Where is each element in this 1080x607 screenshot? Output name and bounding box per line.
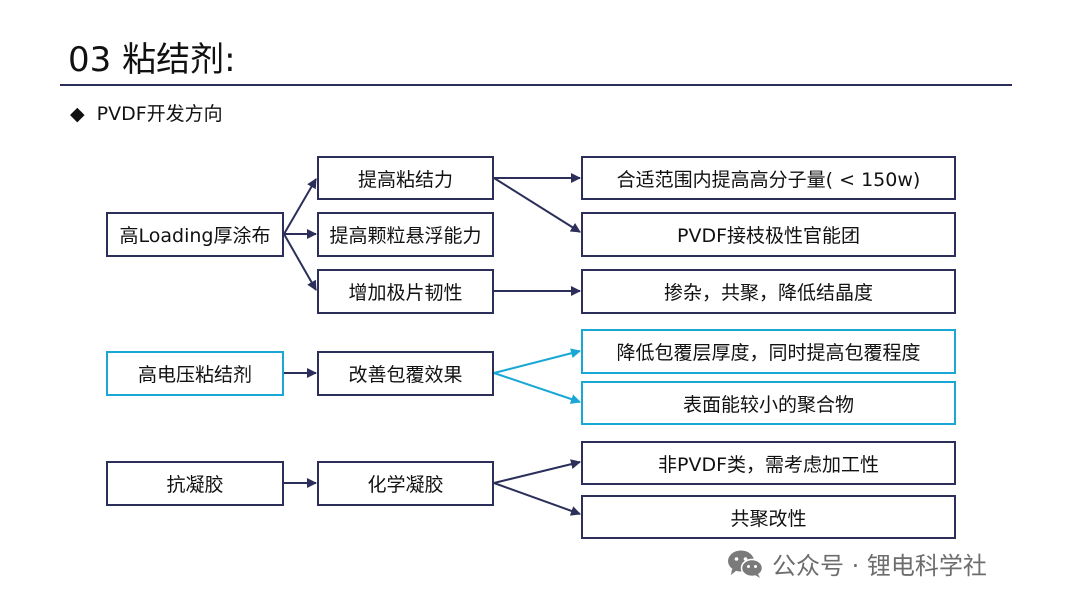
arrow-root1-mid3 <box>283 233 317 291</box>
leaf-node-coating-thickness: 降低包覆层厚度，同时提高包覆程度 <box>581 329 956 374</box>
diamond-bullet-icon: ◆ <box>70 103 85 125</box>
watermark-text: 公众号 · 锂电科学社 <box>772 552 987 580</box>
mid-node-adhesion: 提高粘结力 <box>317 156 494 200</box>
mid-node-chemical-gel: 化学凝胶 <box>317 461 494 506</box>
arrow-mid-leaf1-g3 <box>493 459 581 484</box>
mid-node-suspension: 提高颗粒悬浮能力 <box>317 212 494 257</box>
section-heading: ◆ PVDF开发方向 <box>70 101 223 127</box>
mid-node-toughness: 增加极片韧性 <box>317 269 494 314</box>
arrow-mid-leaf2-g2 <box>493 372 581 404</box>
section-heading-text: PVDF开发方向 <box>96 103 223 125</box>
watermark: 公众号 · 锂电科学社 <box>726 546 987 581</box>
arrow-mid-leaf1-g2 <box>493 348 581 374</box>
leaf-node-molecular-weight: 合适范围内提高高分子量( < 150w) <box>581 156 956 200</box>
leaf-node-surface-energy: 表面能较小的聚合物 <box>581 381 956 425</box>
arrow-mid-leaf2-g3 <box>493 482 581 516</box>
root-node-high-voltage: 高电压粘结剂 <box>106 351 284 396</box>
arrow-mid1-leaf2 <box>493 177 581 233</box>
leaf-node-non-pvdf: 非PVDF类，需考虑加工性 <box>581 441 956 485</box>
leaf-node-copolymer: 共聚改性 <box>581 495 956 539</box>
root-node-anti-gel: 抗凝胶 <box>106 461 284 506</box>
leaf-node-doping: 掺杂，共聚，降低结晶度 <box>581 269 956 314</box>
root-node-thick-coating: 高Loading厚涂布 <box>106 212 284 257</box>
leaf-node-grafting: PVDF接枝极性官能团 <box>581 212 956 257</box>
wechat-icon <box>728 550 764 578</box>
mid-node-coating-effect: 改善包覆效果 <box>317 351 494 396</box>
page-title: 03 粘结剂: <box>68 40 236 80</box>
title-divider <box>60 84 1012 86</box>
arrow-root1-mid1 <box>283 178 317 235</box>
